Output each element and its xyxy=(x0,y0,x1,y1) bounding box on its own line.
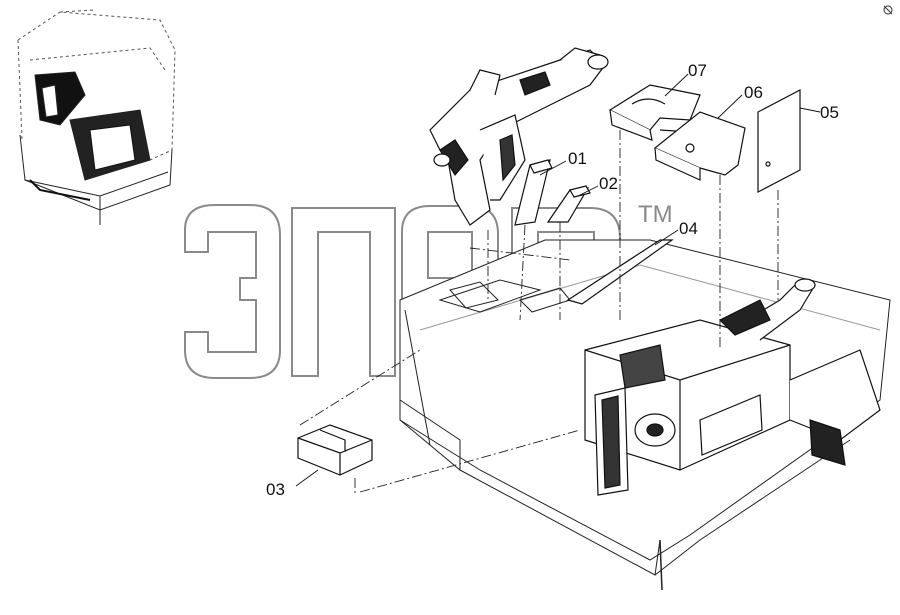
corner-mark xyxy=(883,5,893,15)
callout-05: 05 xyxy=(820,103,839,122)
part-04 xyxy=(566,239,674,305)
callout-01: 01 xyxy=(568,149,587,168)
duct-assembly xyxy=(429,47,609,226)
part-07 xyxy=(608,84,701,141)
part-05 xyxy=(757,89,801,193)
part-03 xyxy=(297,424,373,476)
callout-04: 04 xyxy=(679,219,698,238)
callout-06: 06 xyxy=(744,83,763,102)
heater-unit xyxy=(584,278,881,496)
watermark-text: ЭПЕР xyxy=(190,560,193,561)
part-02 xyxy=(546,185,591,223)
part-01 xyxy=(514,159,553,226)
watermark-tm: TM xyxy=(638,201,673,228)
leader-lines xyxy=(295,73,821,487)
part-06 xyxy=(653,111,746,181)
callout-02: 02 xyxy=(599,174,618,193)
assembly-lines xyxy=(299,130,779,495)
callout-03: 03 xyxy=(266,480,285,499)
overview-thumbnail xyxy=(17,9,176,225)
callout-07: 07 xyxy=(688,61,707,80)
